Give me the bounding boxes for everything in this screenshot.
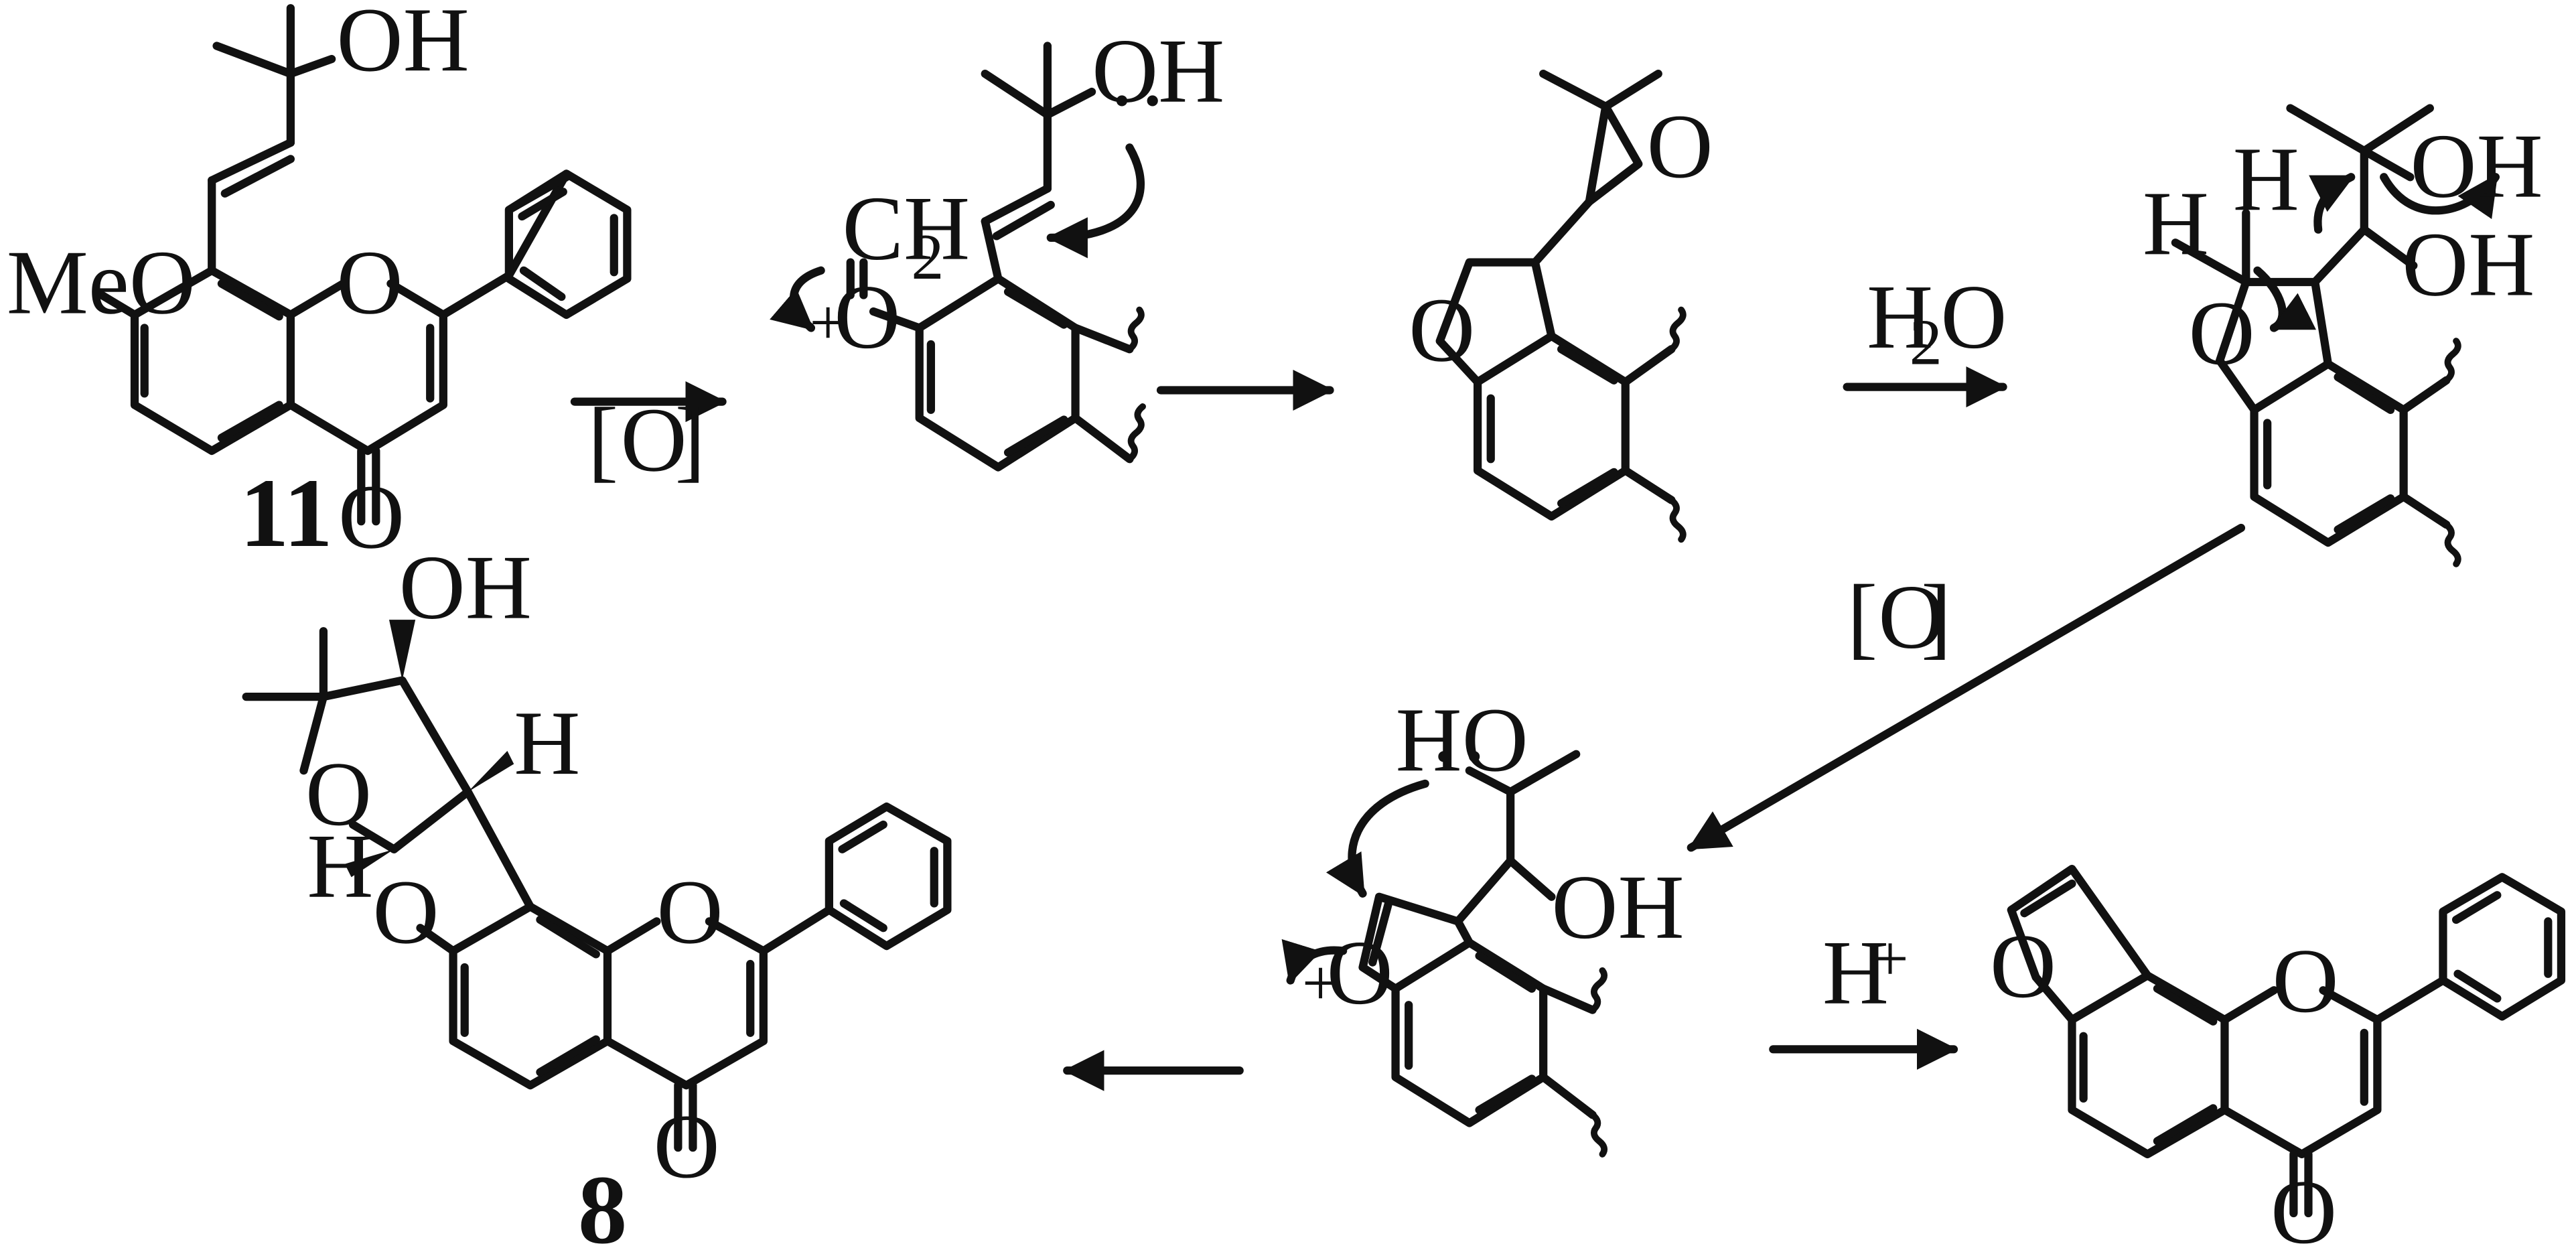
compound-11-label: 11 [240,458,333,567]
int4-plus-charge: + [1302,947,1339,1020]
cpd8-ring-o-top: O [305,743,372,845]
svg-text:2: 2 [1910,306,1942,378]
cpd8-h-label-bottom: H [307,815,373,917]
cpd8-carbonyl-o: O [654,1095,720,1197]
cpd11-carbonyl-o-label: O [338,466,405,568]
int3-furan-o: O [2189,282,2255,384]
svg-text:]: ] [674,389,705,490]
int2-epoxide-o: O [1647,95,1713,197]
compound-8-label: 8 [578,1155,628,1246]
furanoflavone-product-structure [2007,864,2566,1218]
svg-text:H: H [1822,922,1889,1024]
water-label: H 2 O [1867,266,2007,378]
cpd11-meo-label: MeO [7,232,196,334]
furan-product-carbonyl-o: O [2271,1161,2337,1246]
svg-text:O: O [1878,566,1944,668]
intermediate-epoxide-structure [1435,70,1687,543]
cpd8-oh-label: OH [399,537,532,638]
oxidation-label-2: [ O ] [1847,566,1952,668]
int1-ch2-label: CH [842,178,970,279]
int1-oh-label: OH [1092,20,1224,122]
furan-product-ring-o: O [1990,915,2056,1017]
int1-plus-charge: + [809,287,846,359]
oxidation-label-1: [ O ] [588,389,706,490]
int2-furan-o: O [1409,279,1475,381]
svg-text:[: [ [1847,566,1878,668]
svg-text:O: O [621,389,687,490]
svg-text:[: [ [588,389,619,490]
int4-lone-pair: ·· [1429,705,1490,807]
cpd8-h-label-top: H [514,692,580,794]
furan-product-pyran-o: O [2273,930,2339,1032]
int4-oh-label: OH [1551,856,1684,958]
intermediate-oxocarbenium-structure [1281,750,1608,1158]
cpd11-oh-label: OH [337,0,470,90]
int3-h-label-top: H [2233,128,2299,230]
compound-8-structure [242,620,952,1152]
int4-ho-label: HO [1396,689,1528,790]
int1-oxonium-o: O [834,266,900,368]
int1-ch2-subscript: 2 [911,221,944,293]
intermediate-diol-structure [2171,104,2500,567]
int3-oh-label-2: OH [2402,214,2534,316]
int4-oxonium-o: O [1327,922,1393,1024]
cpd8-ring-o-bottom: O [372,861,439,963]
cpd8-pyran-o: O [656,861,723,963]
int1-lone-pair: ·· [1106,50,1167,151]
svg-text:]: ] [1921,566,1952,668]
acid-label: H + [1822,922,1909,1024]
compound-11-structure [97,4,632,526]
int3-oh-label-1: OH [2410,115,2543,217]
intermediate-oxonium-structure [770,42,1146,472]
reaction-arrow-4 [1687,523,2246,852]
svg-text:O: O [1940,266,2007,368]
int3-h-label-left: H [2143,172,2209,274]
svg-text:+: + [1871,923,1908,995]
cpd11-ring-o-label: O [337,232,403,334]
svg-text:H: H [1867,266,1933,368]
